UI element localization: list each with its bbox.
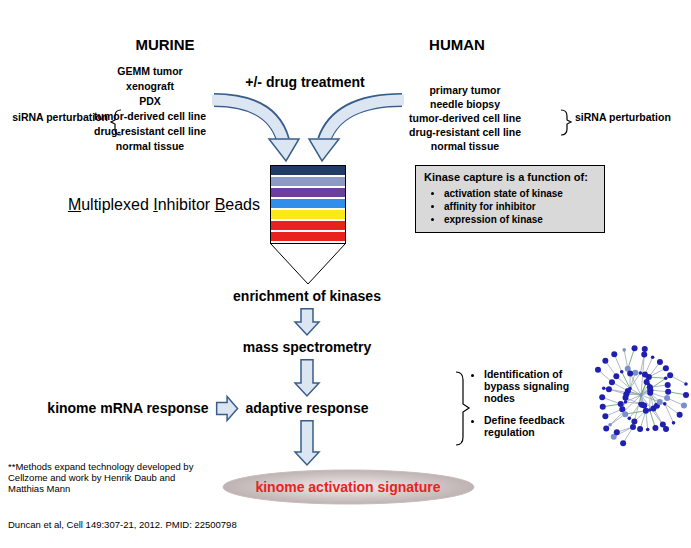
curved-arrow [309, 100, 404, 161]
sample-type: normal tissue [431, 140, 499, 152]
perturbation-label: siRNA perturbation [575, 111, 671, 123]
bullet-text: Identification of bypass signaling nodes [484, 368, 592, 404]
curved-arrow [212, 100, 299, 161]
bead-column: Multiplexed Inhibitor Beads [270, 165, 346, 285]
sample-type: drug-resistant cell line [94, 125, 206, 137]
input-step: kinome mRNA response [47, 400, 208, 417]
step-text: kinome mRNA response [47, 400, 208, 417]
bracket [456, 372, 469, 445]
block-arrow [295, 309, 319, 335]
info-box: Kinase capture is a function of: activati… [415, 165, 605, 233]
process-step: adaptive response [246, 400, 369, 417]
perturbation-label: siRNA perturbation [12, 111, 108, 123]
block-arrow [295, 421, 319, 465]
sample-type: primary tumor [429, 84, 500, 96]
bead-stripes [270, 165, 346, 285]
result-text: kinome activation signature [255, 479, 440, 495]
sample-type: xenograft [126, 80, 174, 92]
network-graph [595, 345, 689, 446]
step-text: mass spectrometry [243, 339, 371, 356]
block-arrow [217, 396, 238, 420]
result-ellipse: kinome activation signature [222, 469, 475, 505]
sample-type: GEMM tumor [117, 65, 182, 77]
box-heading: Kinase capture is a function of: [424, 171, 596, 183]
process-step: enrichment of kinases [233, 288, 381, 305]
sample-type: PDX [139, 95, 161, 107]
footnote: Duncan et al, Cell 149:307-21, 2012. PMI… [8, 520, 237, 531]
sample-type: normal tissue [116, 140, 184, 152]
treatment-label: +/- drug treatment [245, 74, 364, 90]
sample-type: tumor-derived cell line [94, 110, 206, 122]
sample-type: needle biopsy [430, 98, 500, 110]
bullet-text: expression of kinase [444, 213, 596, 226]
sample-type: drug-resistant cell line [409, 126, 521, 138]
block-arrow [295, 360, 319, 396]
column-heading: HUMAN [429, 36, 485, 53]
column-label: Multiplexed Inhibitor Beads [68, 196, 260, 214]
footnote: **Methods expand technology developed by… [8, 462, 208, 495]
bullet-text: Define feedback regulation [484, 414, 592, 438]
process-step: mass spectrometry [243, 339, 371, 356]
sample-type: tumor-derived cell line [409, 112, 521, 124]
step-text: adaptive response [246, 400, 369, 417]
bullet-text: activation state of kinase [444, 187, 596, 200]
step-text: enrichment of kinases [233, 288, 381, 305]
bullet-text: affinity for inhibitor [444, 200, 596, 213]
column-heading: MURINE [135, 36, 194, 53]
bracket [561, 110, 571, 135]
